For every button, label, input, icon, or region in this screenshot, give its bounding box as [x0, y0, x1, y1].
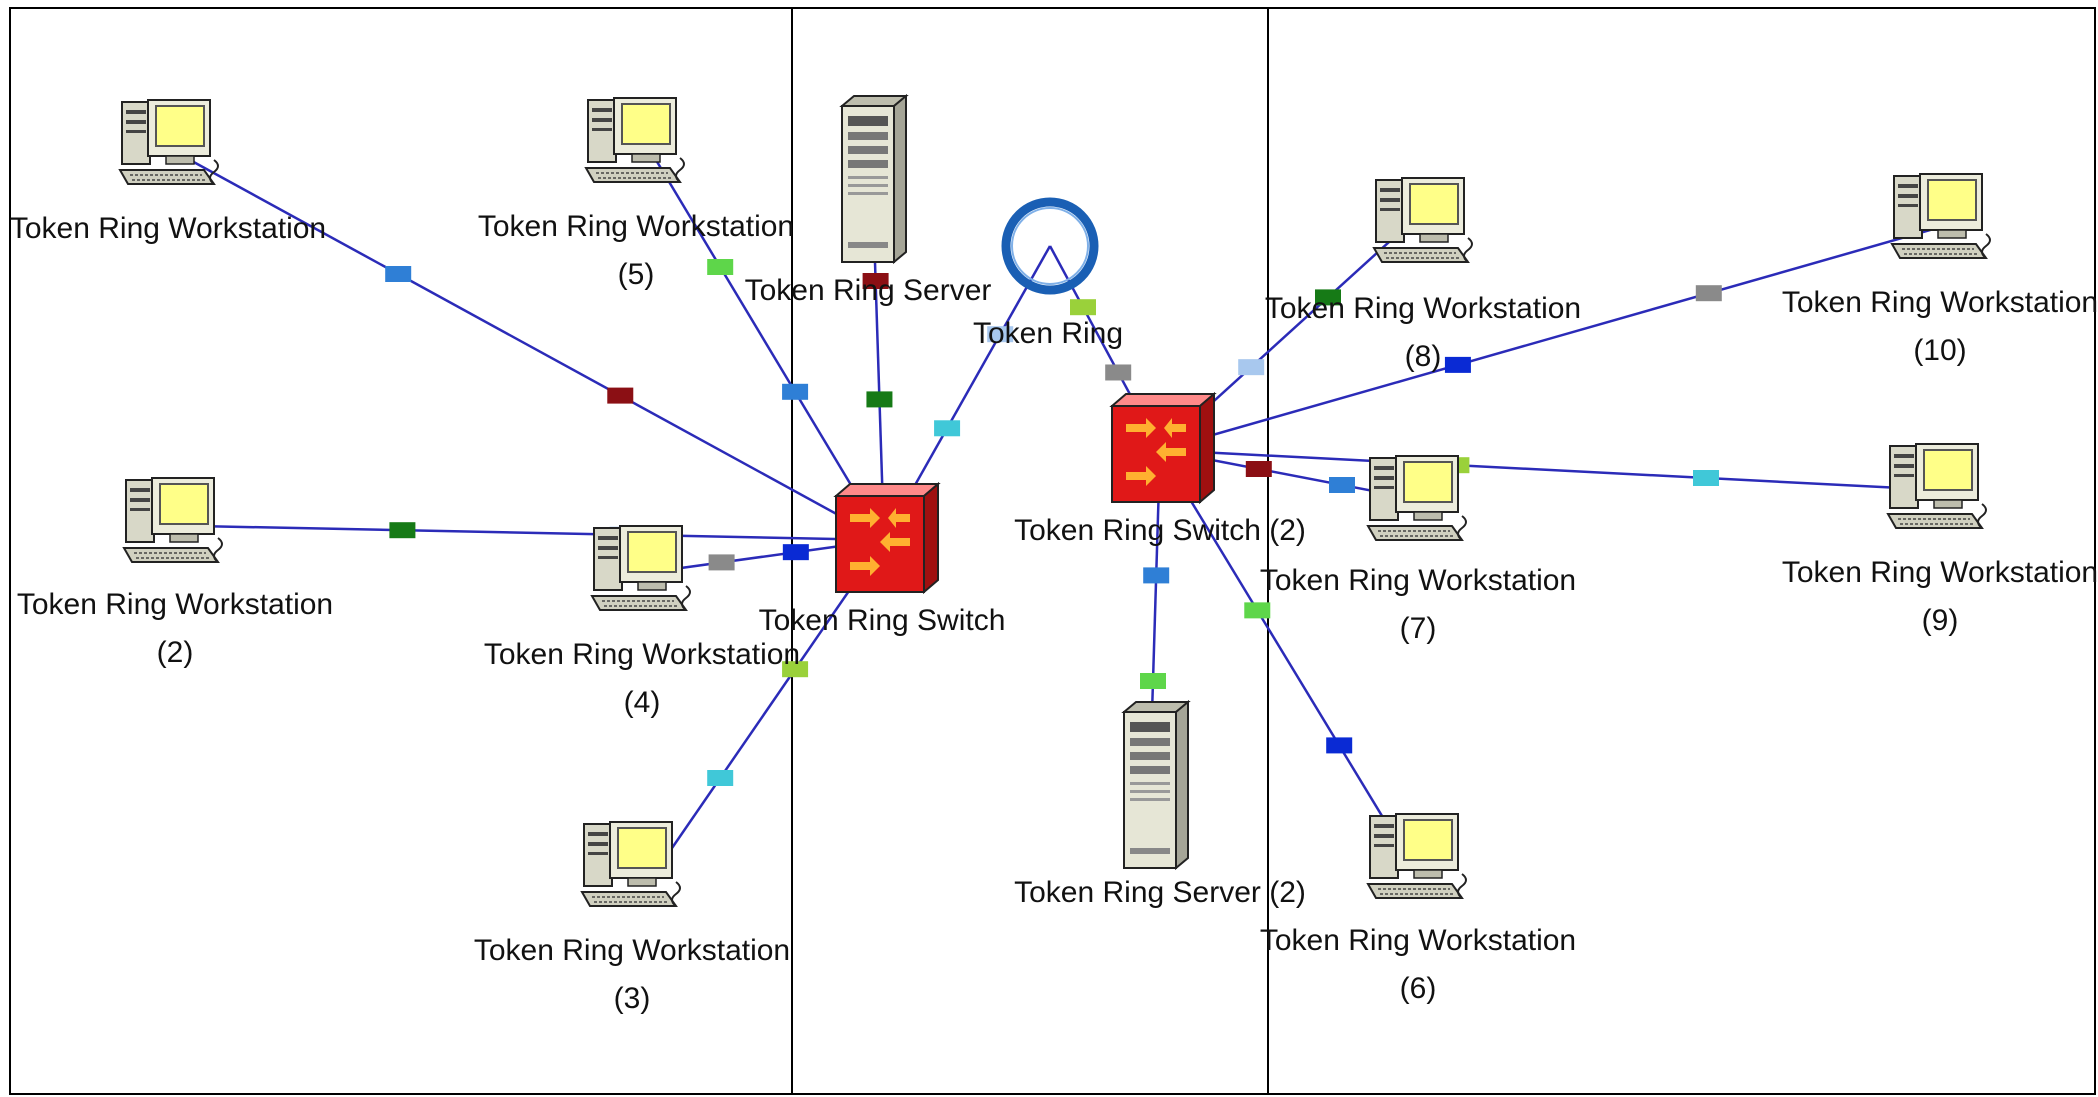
- link-ws9-switch2: [1159, 448, 1941, 492]
- workstation-5-suffix: (5): [618, 258, 655, 291]
- switch-icon: [1111, 393, 1215, 503]
- workstation-icon: [591, 525, 691, 611]
- packet-marker: [389, 522, 416, 539]
- packet-marker: [707, 770, 734, 786]
- packet-marker: [1326, 737, 1353, 754]
- link-ws3-switch1: [648, 539, 886, 881]
- workstation-7[interactable]: Token Ring Workstation (7): [1260, 455, 1576, 645]
- packet-marker: [1244, 602, 1271, 619]
- packet-marker: [385, 266, 412, 282]
- workstation-1[interactable]: Token Ring Workstation: [10, 99, 326, 245]
- workstation-5-label: Token Ring Workstation: [478, 210, 794, 243]
- workstation-icon: [1367, 455, 1467, 541]
- server-icon: [1123, 701, 1189, 869]
- packet-marker: [1329, 477, 1355, 493]
- switch-1-label: Token Ring Switch: [759, 604, 1006, 637]
- link-ws10-switch2: [1159, 224, 1945, 452]
- workstation-9-suffix: (9): [1922, 604, 1959, 637]
- packet-marker: [862, 273, 889, 289]
- workstation-icon: [1373, 177, 1473, 263]
- packet-marker: [1238, 359, 1265, 376]
- server-2-label: Token Ring Server (2): [1014, 876, 1306, 909]
- link-ws5-switch1: [648, 149, 886, 541]
- token-ring-icon: [1001, 197, 1099, 295]
- link-ws1-switch1: [189, 158, 885, 542]
- packet-marker: [782, 544, 809, 561]
- packet-marker: [987, 326, 1014, 343]
- workstation-9[interactable]: Token Ring Workstation (9): [1782, 443, 2098, 637]
- packet-marker: [708, 554, 735, 571]
- workstation-2-label: Token Ring Workstation: [17, 588, 333, 621]
- workstation-5[interactable]: Token Ring Workstation (5): [478, 97, 794, 291]
- workstation-3-label: Token Ring Workstation: [474, 934, 790, 967]
- workstation-4-suffix: (4): [624, 686, 661, 719]
- switch-2-label: Token Ring Switch (2): [1014, 514, 1306, 547]
- link-ws6-switch2: [1158, 449, 1418, 873]
- workstation-3[interactable]: Token Ring Workstation (3): [474, 821, 790, 1015]
- workstation-1-label: Token Ring Workstation: [10, 212, 326, 245]
- workstation-icon: [585, 97, 685, 183]
- workstation-8-label: Token Ring Workstation: [1265, 292, 1581, 325]
- workstation-7-suffix: (7): [1400, 612, 1437, 645]
- server-icon: [841, 95, 907, 263]
- packet-marker: [1315, 289, 1341, 306]
- diagram-frame: [9, 7, 2096, 1095]
- packet-marker: [782, 383, 809, 400]
- packets-layer: [385, 259, 1722, 786]
- workstation-3-suffix: (3): [614, 982, 651, 1015]
- workstation-2-suffix: (2): [157, 636, 194, 669]
- packet-marker: [1140, 673, 1166, 689]
- server-2[interactable]: Token Ring Server (2): [1014, 701, 1306, 909]
- workstation-10-label: Token Ring Workstation: [1782, 286, 2098, 319]
- packet-marker: [1143, 567, 1170, 584]
- packet-marker: [1245, 461, 1272, 477]
- workstation-icon: [1891, 173, 1991, 259]
- switch-icon: [835, 483, 939, 593]
- packet-marker: [1695, 285, 1722, 302]
- packet-marker: [1693, 470, 1719, 486]
- packet-marker: [1444, 356, 1471, 373]
- workstation-icon: [123, 477, 223, 563]
- workstation-4-label: Token Ring Workstation: [484, 638, 800, 671]
- packet-marker: [707, 259, 734, 275]
- server-1-label: Token Ring Server: [745, 274, 992, 307]
- link-ws2-switch1: [195, 524, 885, 542]
- token-ring[interactable]: Token Ring: [973, 197, 1123, 350]
- workstation-8-suffix: (8): [1405, 340, 1442, 373]
- workstation-icon: [1887, 443, 1987, 529]
- workstation-icon: [581, 821, 681, 907]
- packet-marker: [1105, 364, 1132, 381]
- workstation-2[interactable]: Token Ring Workstation (2): [17, 477, 333, 669]
- packet-marker: [866, 391, 893, 408]
- packet-marker: [1070, 299, 1096, 316]
- switch-1[interactable]: Token Ring Switch: [759, 483, 1006, 637]
- token-ring-label: Token Ring: [973, 317, 1123, 350]
- workstation-icon: [1367, 813, 1467, 899]
- workstation-4[interactable]: Token Ring Workstation (4): [484, 525, 800, 719]
- workstation-icon: [119, 99, 219, 185]
- packet-marker: [607, 387, 634, 404]
- workstation-6-label: Token Ring Workstation: [1260, 924, 1576, 957]
- server-1[interactable]: Token Ring Server: [745, 95, 992, 307]
- workstation-6[interactable]: Token Ring Workstation (6): [1260, 813, 1576, 1005]
- workstation-9-label: Token Ring Workstation: [1782, 556, 2098, 589]
- workstation-10[interactable]: Token Ring Workstation (10): [1782, 173, 2098, 367]
- workstation-8[interactable]: Token Ring Workstation (8): [1265, 177, 1581, 373]
- workstation-6-suffix: (6): [1400, 972, 1437, 1005]
- packet-marker: [782, 661, 809, 678]
- switch-2[interactable]: Token Ring Switch (2): [1014, 393, 1306, 547]
- workstation-7-label: Token Ring Workstation: [1260, 564, 1576, 597]
- packet-marker: [934, 420, 961, 437]
- workstation-10-suffix: (10): [1913, 334, 1966, 367]
